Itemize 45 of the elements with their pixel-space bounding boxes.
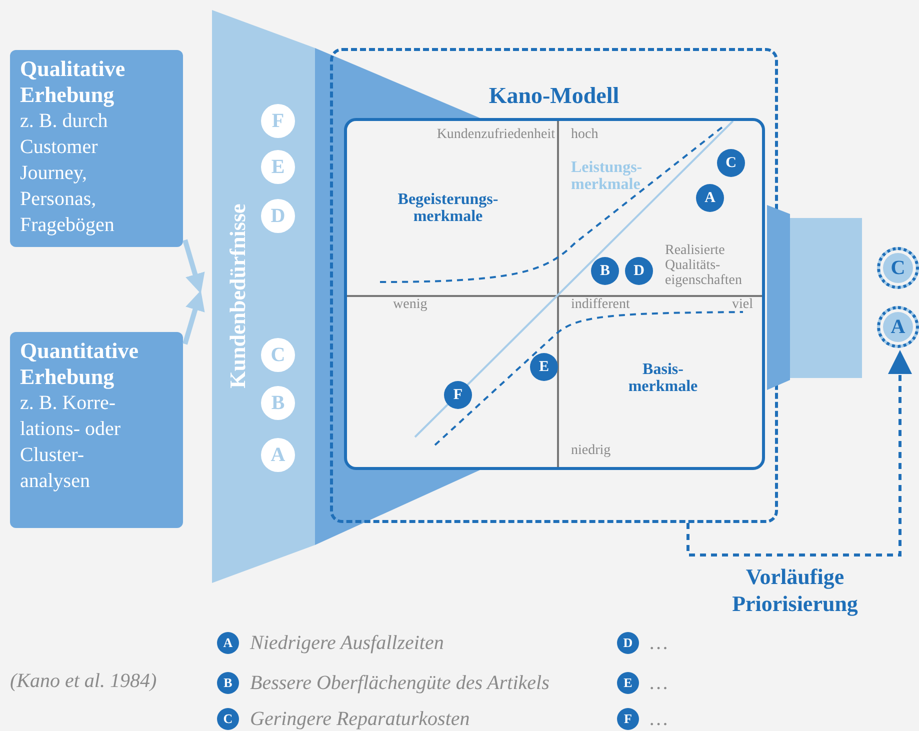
letter-badge: C <box>217 708 239 730</box>
method-card <box>10 332 183 528</box>
axis-label: wenig <box>393 297 428 312</box>
card-text: z. B. durch Customer Journey, Personas, Fragebögen <box>20 109 116 238</box>
quadrant-label: Basis- merkmale <box>628 361 698 395</box>
frame-title: Kano-Modell <box>488 83 620 109</box>
output-funnel <box>767 205 862 390</box>
dashed-letter-badge: C <box>877 247 919 289</box>
arrow <box>182 290 205 345</box>
band-label: Kundenbedürfnisse <box>225 204 251 388</box>
letter-badge: F <box>444 381 472 409</box>
card-text: z. B. Korre- lations- oder Cluster- analysen <box>20 391 122 494</box>
key-text: Niedrigere Ausfallzeiten <box>250 631 444 655</box>
letter-badge: B <box>591 257 619 285</box>
axis-label: niedrig <box>571 443 611 458</box>
card-heading: Quantitative Erhebung <box>20 338 140 390</box>
letter-badge: C <box>717 149 745 177</box>
axis-label: hoch <box>571 127 598 142</box>
citation: (Kano et al. 1984) <box>10 669 157 693</box>
key-text: Bessere Oberflächengüte des Artikels <box>250 671 550 695</box>
letter-badge: D <box>617 632 639 654</box>
axis-label: indifferent <box>571 297 630 312</box>
axis-label: Realisierte Qualitäts- eigenschaften <box>665 243 742 288</box>
key-text: … <box>650 707 668 731</box>
quadrant-label: Begeisterungs- merkmale <box>398 191 498 225</box>
arrow <box>182 239 205 294</box>
dashed-frame <box>330 48 778 523</box>
quadrant-label: Leistungs- merkmale <box>571 159 642 193</box>
key-text: … <box>650 671 668 695</box>
key-text: Geringere Reparaturkosten <box>250 707 470 731</box>
axis-label: viel <box>732 297 753 312</box>
card-heading: Qualitative Erhebung <box>20 56 126 108</box>
letter-badge: E <box>530 353 558 381</box>
letter-badge: A <box>696 184 724 212</box>
dashed-letter-badge: A <box>877 306 919 348</box>
funnel-band <box>212 10 315 583</box>
axis-label: Kundenzufriedenheit <box>436 127 555 142</box>
letter-badge: A <box>217 632 239 654</box>
key-text: … <box>650 631 668 655</box>
method-card <box>10 50 183 247</box>
letter-badge: F <box>617 708 639 730</box>
dashed-arrow <box>686 350 912 556</box>
letter-badge: B <box>217 672 239 694</box>
letter-badge: D <box>625 257 653 285</box>
letter-badge: E <box>617 672 639 694</box>
